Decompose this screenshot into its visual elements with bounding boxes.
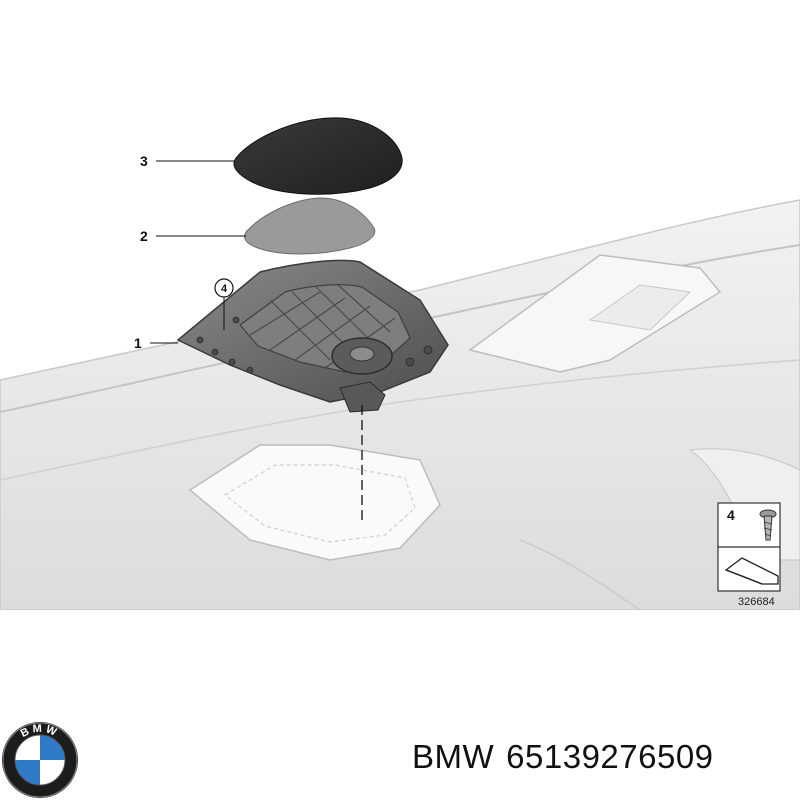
screw-icon [759, 509, 777, 541]
callout-part-1: 1 [134, 335, 142, 351]
speaker-housing-mounting-holes [196, 316, 433, 403]
display-recess-inner [588, 284, 692, 331]
part-caption: BMW 65139276509 [412, 738, 714, 776]
speaker-mount-opening [188, 444, 441, 561]
speaker-housing-part-1 [176, 259, 449, 413]
caption-brand: BMW [412, 738, 495, 775]
speaker-grille-part-2 [244, 197, 376, 255]
callout-part-3: 3 [140, 153, 148, 169]
dashboard-lower-edge [519, 539, 641, 610]
dashboard-contour [0, 359, 800, 481]
display-recess [468, 254, 722, 373]
speaker-housing-bracket [339, 381, 386, 413]
legend-reference-number: 326684 [738, 596, 775, 608]
callout-part-4-circle [214, 278, 234, 298]
dashboard [0, 199, 800, 610]
bmw-logo-lettering: BMW [19, 723, 61, 740]
callout-part-4: 4 [221, 283, 228, 295]
leader-lines [150, 160, 246, 344]
caption-part-number: 65139276509 [506, 738, 714, 775]
speaker-mount-opening-inner [223, 464, 416, 543]
legend-box: 4 [717, 502, 781, 592]
speaker-cone-center [349, 346, 375, 362]
legend-item-number: 4 [727, 507, 735, 523]
bracket-symbol-icon [724, 557, 779, 585]
bmw-logo-icon: BMW [2, 722, 78, 798]
speaker-cover-part-3 [233, 117, 403, 195]
callout-part-2: 2 [140, 228, 148, 244]
